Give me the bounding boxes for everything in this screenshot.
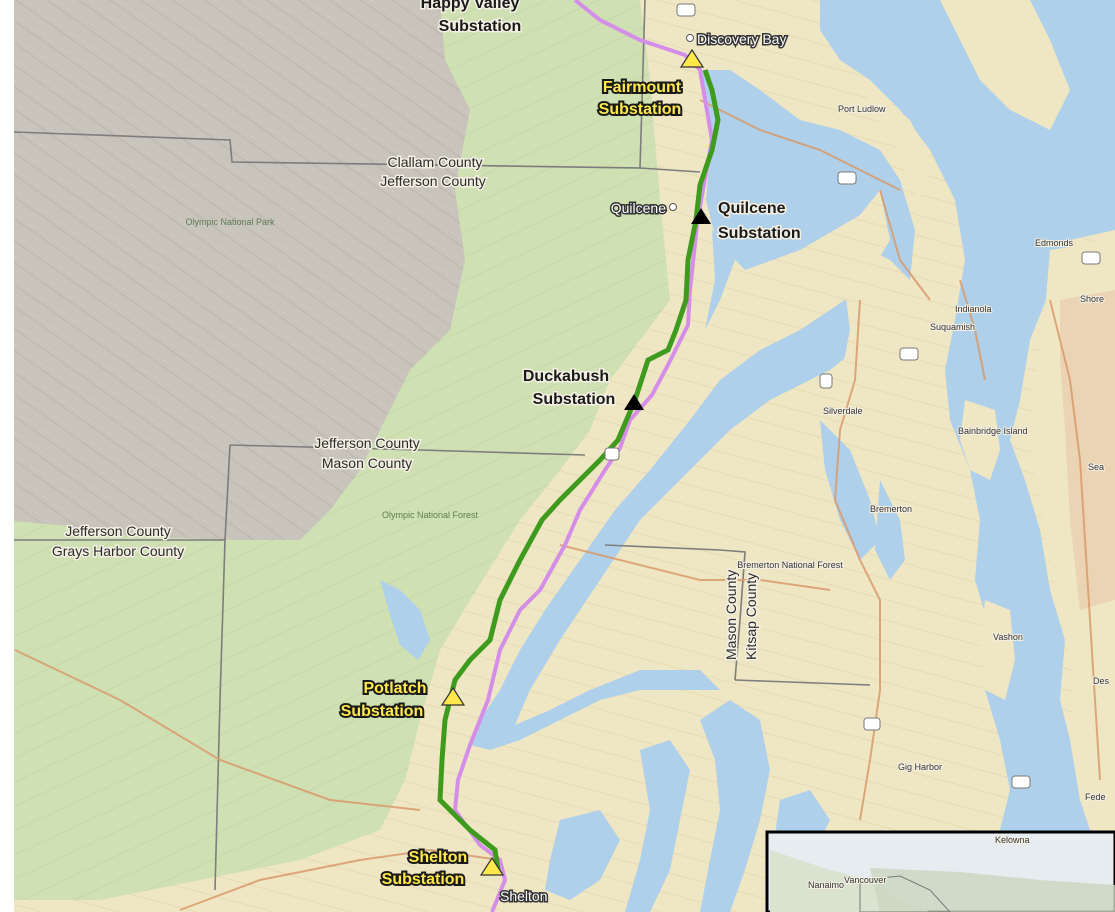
fairmount-substation-icon[interactable]	[679, 48, 705, 68]
label-quilcene-substation-2: Substation	[718, 225, 801, 242]
potlatch-substation-icon[interactable]	[440, 686, 466, 706]
label-fairmount-1: Fairmount	[603, 79, 682, 96]
label-quilcene-substation-1: Quilcene	[718, 200, 786, 217]
quilcene-substation-icon[interactable]	[691, 208, 711, 224]
project-transmission-line[interactable]	[437, 69, 721, 871]
label-duckabush-1: Duckabush	[523, 368, 609, 385]
label-duckabush-2: Substation	[533, 391, 616, 408]
label-suquamish: Suquamish	[930, 322, 975, 332]
label-kelowna: Kelowna	[995, 835, 1030, 845]
hood-canal-water	[470, 70, 915, 750]
inset-map[interactable]: Nanaimo Vancouver Kelowna	[765, 830, 1115, 912]
label-happy-valley-2: Substation	[439, 18, 522, 35]
label-shoreline: Shore	[1080, 294, 1104, 304]
label-quilcene: Quilcene	[611, 200, 666, 216]
label-gig-harbor: Gig Harbor	[898, 762, 942, 772]
shelton-substation-icon[interactable]	[479, 856, 505, 876]
label-vancouver: Vancouver	[844, 875, 886, 885]
label-jefferson-county-2: Jefferson County	[314, 435, 420, 451]
label-vashon: Vashon	[993, 632, 1023, 642]
label-nanaimo: Nanaimo	[808, 880, 844, 890]
label-discovery-bay: Discovery Bay	[697, 31, 786, 47]
lake-cushman	[380, 580, 430, 660]
label-port-ludlow: Port Ludlow	[838, 104, 886, 114]
label-kitsap-county: Kitsap County	[743, 573, 759, 660]
bainbridge-island	[960, 400, 1000, 480]
label-grays-harbor-county: Grays Harbor County	[52, 543, 184, 559]
vashon-island	[980, 600, 1015, 700]
label-potlatch-2: Substation	[341, 703, 424, 720]
town-dot-icon	[686, 34, 694, 42]
label-fairmount-2: Substation	[599, 101, 682, 118]
town-dot-icon	[669, 203, 677, 211]
label-shelton-substation-1: Shelton	[409, 849, 468, 866]
label-happy-valley-1: Happy Valley	[421, 0, 520, 12]
roads	[14, 99, 1101, 911]
highway-shield-icon	[604, 3, 1101, 789]
label-clallam-county: Clallam County	[388, 154, 483, 170]
label-potlatch-1: Potlatch	[363, 680, 426, 697]
label-mason-county-1: Mason County	[322, 455, 412, 471]
label-bainbridge: Bainbridge Island	[958, 426, 1028, 436]
label-shelton-town: Shelton	[500, 888, 547, 904]
label-shelton-substation-2: Substation	[382, 871, 465, 888]
duckabush-substation-icon[interactable]	[624, 394, 644, 410]
label-jefferson-county-3: Jefferson County	[65, 523, 171, 539]
county-boundaries	[13, 0, 871, 891]
label-indianola: Indianola	[955, 304, 992, 314]
label-jefferson-county-1: Jefferson County	[380, 173, 486, 189]
label-federal-way: Fede	[1085, 792, 1106, 802]
label-bremerton-forest: Bremerton National Forest	[737, 560, 843, 570]
label-bremerton: Bremerton	[870, 504, 912, 514]
label-des-moines: Des	[1093, 676, 1110, 686]
label-edmonds: Edmonds	[1035, 238, 1074, 248]
label-olympic-np: Olympic National Park	[185, 217, 275, 227]
label-silverdale: Silverdale	[823, 406, 863, 416]
label-mason-county-2: Mason County	[723, 570, 739, 660]
label-seattle: Sea	[1088, 462, 1104, 472]
label-olympic-nf: Olympic National Forest	[382, 510, 479, 520]
